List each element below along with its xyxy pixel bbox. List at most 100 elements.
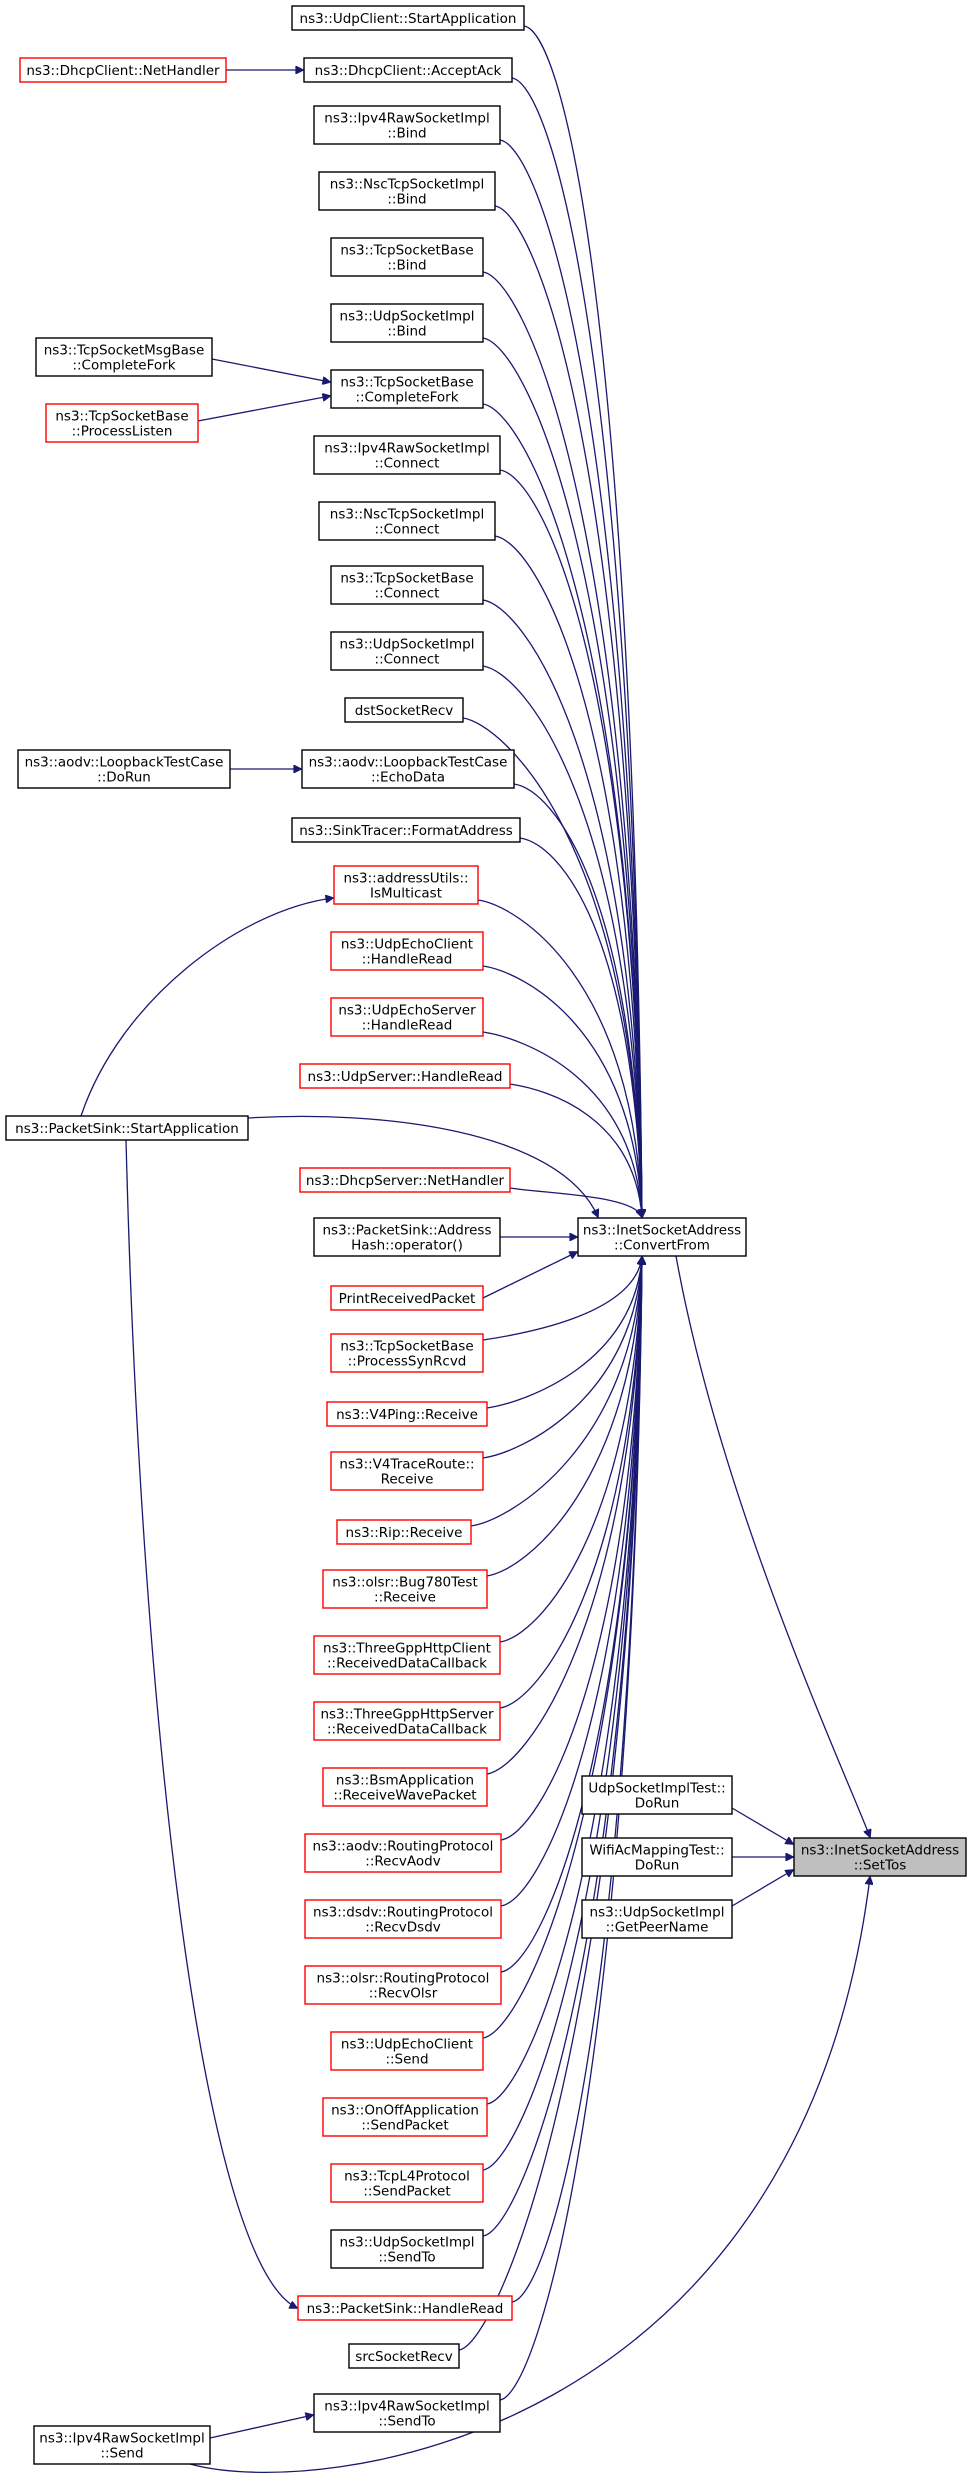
node-label: ns3::InetSocketAddress: [801, 1843, 959, 1859]
node-label: ::Bind: [387, 258, 426, 274]
node-packetsink-handleread[interactable]: ns3::PacketSink::HandleRead: [297, 2295, 513, 2321]
node-label: ::Bind: [387, 324, 426, 340]
node-label: ::EchoData: [371, 770, 445, 786]
node-ipv4raw-connect[interactable]: ns3::Ipv4RawSocketImpl::Connect: [313, 435, 501, 475]
node-label: ns3::TcpSocketBase: [340, 1339, 473, 1355]
node-box: [581, 1899, 733, 1939]
node-label: ns3::aodv::LoopbackTestCase: [309, 755, 508, 771]
node-wifiacmapping-dorun[interactable]: WifiAcMappingTest::DoRun: [581, 1837, 733, 1877]
edge-srcsocketrecv-to-convertfrom: [458, 1257, 642, 2351]
node-udpsock-sendto[interactable]: ns3::UdpSocketImpl::SendTo: [330, 2229, 484, 2269]
node-label: ns3::Ipv4RawSocketImpl: [324, 2399, 489, 2415]
node-v4ping-receive[interactable]: ns3::V4Ping::Receive: [326, 1401, 488, 1427]
node-tcpmsgbase-completefork[interactable]: ns3::TcpSocketMsgBase::CompleteFork: [35, 337, 213, 377]
node-udpsock-bind[interactable]: ns3::UdpSocketImpl::Bind: [330, 303, 484, 343]
node-onoff-sendpacket[interactable]: ns3::OnOffApplication::SendPacket: [322, 2097, 488, 2137]
node-tcpbase-bind[interactable]: ns3::TcpSocketBase::Bind: [330, 237, 484, 277]
edge-olsr-bug780-receive-to-convertfrom: [486, 1257, 642, 1577]
node-label: ns3::TcpSocketMsgBase: [44, 343, 205, 359]
edge-tcpbase-bind-to-convertfrom: [482, 271, 642, 1217]
node-label: ::HandleRead: [362, 952, 453, 968]
node-tcpbase-connect[interactable]: ns3::TcpSocketBase::Connect: [330, 565, 484, 605]
edge-udpsock-bind-to-convertfrom: [482, 337, 642, 1217]
node-label: ns3::Ipv4RawSocketImpl: [324, 441, 489, 457]
node-box: [291, 817, 521, 843]
node-label: ns3::NscTcpSocketImpl: [330, 177, 484, 193]
edge-bsmapp-receivewave-to-convertfrom: [486, 1257, 642, 1775]
edge-onoff-sendpacket-to-convertfrom: [486, 1257, 642, 2105]
node-threegpp-server-rdc[interactable]: ns3::ThreeGppHttpServer::ReceivedDataCal…: [313, 1701, 501, 1741]
node-aodv-recvaodv[interactable]: ns3::aodv::RoutingProtocol::RecvAodv: [304, 1833, 502, 1873]
node-v4traceroute-receive[interactable]: ns3::V4TraceRoute::Receive: [330, 1451, 484, 1491]
node-inet-settos[interactable]: ns3::InetSocketAddress::SetTos: [793, 1837, 967, 1877]
edge-processlisten-to-completefork: [197, 396, 330, 422]
node-label: ns3::ThreeGppHttpClient: [323, 1641, 491, 1657]
edge-ipv4raw-bind-to-convertfrom: [499, 139, 642, 1217]
node-rip-receive[interactable]: ns3::Rip::Receive: [336, 1519, 472, 1545]
node-threegpp-client-rdc[interactable]: ns3::ThreeGppHttpClient::ReceivedDataCal…: [313, 1635, 501, 1675]
edge-v4ping-receive-to-convertfrom: [486, 1257, 642, 1409]
node-dstsocketrecv[interactable]: dstSocketRecv: [344, 697, 464, 723]
node-addressutils-ismulticast[interactable]: ns3::addressUtils::IsMulticast: [333, 865, 479, 905]
node-label: ns3::V4TraceRoute::: [339, 1457, 474, 1473]
node-tcpl4-sendpacket[interactable]: ns3::TcpL4Protocol::SendPacket: [330, 2163, 484, 2203]
node-sinktracer-format[interactable]: ns3::SinkTracer::FormatAddress: [291, 817, 521, 843]
edge-threegpp-client-rdc-to-convertfrom: [499, 1257, 642, 1643]
node-nsctcp-connect[interactable]: ns3::NscTcpSocketImpl::Connect: [318, 501, 496, 541]
node-aodv-loopback-dorun[interactable]: ns3::aodv::LoopbackTestCase::DoRun: [17, 749, 231, 789]
node-srcsocketrecv[interactable]: srcSocketRecv: [348, 2343, 460, 2369]
node-udpsock-getpeername[interactable]: ns3::UdpSocketImpl::GetPeerName: [581, 1899, 733, 1939]
node-tcpbase-processsynrcvd[interactable]: ns3::TcpSocketBase::ProcessSynRcvd: [330, 1333, 484, 1373]
node-printreceivedpacket[interactable]: PrintReceivedPacket: [330, 1285, 484, 1311]
node-box: [322, 1767, 488, 1807]
node-bsmapp-receivewave[interactable]: ns3::BsmApplication::ReceiveWavePacket: [322, 1767, 488, 1807]
node-label: ::SetTos: [854, 1858, 907, 1874]
node-ipv4raw-send[interactable]: ns3::Ipv4RawSocketImpl::Send: [33, 2425, 211, 2465]
node-packetsink-start[interactable]: ns3::PacketSink::StartApplication: [5, 1115, 249, 1141]
node-label: ns3::TcpSocketBase: [55, 409, 188, 425]
node-label: ns3::BsmApplication: [336, 1773, 474, 1789]
node-udpclient-start[interactable]: ns3::UdpClient::StartApplication: [291, 5, 525, 31]
node-dhcpclient-acceptack[interactable]: ns3::DhcpClient::AcceptAck: [303, 57, 513, 83]
node-label: ::Bind: [387, 126, 426, 142]
node-label: ns3::DhcpClient::AcceptAck: [315, 63, 502, 79]
node-udpsock-connect[interactable]: ns3::UdpSocketImpl::Connect: [330, 631, 484, 671]
node-udpechoclient-handleread[interactable]: ns3::UdpEchoClient::HandleRead: [330, 931, 484, 971]
node-udpserver-handleread[interactable]: ns3::UdpServer::HandleRead: [299, 1063, 511, 1089]
node-olsr-recvolsr[interactable]: ns3::olsr::RoutingProtocol::RecvOlsr: [304, 1965, 502, 2005]
node-dsdv-recvdsdv[interactable]: ns3::dsdv::RoutingProtocol::RecvDsdv: [304, 1899, 502, 1939]
node-label: ns3::TcpSocketBase: [340, 375, 473, 391]
node-label: ns3::SinkTracer::FormatAddress: [299, 823, 513, 839]
node-label: ::RecvOlsr: [369, 1986, 438, 2002]
edge-sinktracer-format-to-convertfrom: [519, 837, 642, 1217]
node-label: ns3::InetSocketAddress: [583, 1223, 741, 1239]
node-ipv4raw-bind[interactable]: ns3::Ipv4RawSocketImpl::Bind: [313, 105, 501, 145]
node-inet-convertfrom[interactable]: ns3::InetSocketAddress::ConvertFrom: [577, 1217, 747, 1257]
node-box: [313, 105, 501, 145]
node-dhcpserver-nethandler[interactable]: ns3::DhcpServer::NetHandler: [299, 1167, 511, 1193]
node-aodv-loopback-echodata[interactable]: ns3::aodv::LoopbackTestCase::EchoData: [301, 749, 515, 789]
node-box: [19, 57, 227, 83]
node-label: ::ConvertFrom: [614, 1238, 710, 1254]
node-tcpbase-processlisten[interactable]: ns3::TcpSocketBase::ProcessListen: [45, 403, 199, 443]
node-label: ns3::UdpEchoClient: [341, 2037, 473, 2053]
node-nsctcp-bind[interactable]: ns3::NscTcpSocketImpl::Bind: [318, 171, 496, 211]
node-tcpbase-completefork[interactable]: ns3::TcpSocketBase::CompleteFork: [330, 369, 484, 409]
node-dhcpclient-nethandler[interactable]: ns3::DhcpClient::NetHandler: [19, 57, 227, 83]
node-box: [304, 1833, 502, 1873]
node-label: ns3::Ipv4RawSocketImpl: [39, 2431, 204, 2447]
edge-dhcpclient-acceptack-to-convertfrom: [511, 77, 642, 1217]
node-label: ns3::NscTcpSocketImpl: [330, 507, 484, 523]
node-label: ns3::TcpL4Protocol: [344, 2169, 470, 2185]
node-udpechoclient-send[interactable]: ns3::UdpEchoClient::Send: [330, 2031, 484, 2071]
node-ipv4raw-sendto[interactable]: ns3::Ipv4RawSocketImpl::SendTo: [313, 2393, 501, 2433]
node-label: ns3::OnOffApplication: [331, 2103, 479, 2119]
node-label: ns3::Rip::Receive: [346, 1525, 463, 1541]
node-box: [330, 931, 484, 971]
node-box: [45, 403, 199, 443]
node-olsr-bug780-receive[interactable]: ns3::olsr::Bug780Test::Receive: [322, 1569, 488, 1609]
node-udpsockimpltest-dorun[interactable]: UdpSocketImplTest::DoRun: [581, 1775, 733, 1815]
node-udpechoserver-handleread[interactable]: ns3::UdpEchoServer::HandleRead: [330, 997, 484, 1037]
